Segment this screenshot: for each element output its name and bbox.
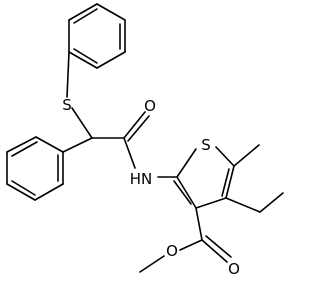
methoxy-bond [139, 255, 165, 273]
ester-carbonyl-double-bond [205, 235, 232, 258]
thiophene-bond [195, 197, 227, 209]
bottom-phenyl-bond [35, 136, 64, 153]
bottom-phenyl-double-bond [11, 180, 36, 196]
ethyl-bond [259, 192, 284, 213]
top-phenyl-bond [68, 51, 98, 69]
top-phenyl-double-bond [73, 48, 98, 64]
amide-oxygen-label: O [144, 97, 156, 115]
top-phenyl-bond [96, 51, 126, 69]
amide-nh-label: HN [130, 170, 153, 188]
sulfur-ch-bond [71, 107, 93, 139]
carbonyl-nitrogen-bond [123, 137, 136, 169]
ch-phenyl-bond [62, 137, 93, 153]
thiophene-sulfur-label: S [201, 136, 211, 154]
methyl-bond [233, 144, 260, 167]
bottom-phenyl-bond [6, 183, 36, 201]
thiophene-bond [176, 148, 197, 178]
carbonyl-oxygen-double-bond [127, 115, 150, 142]
thioether-sulfur-label: S [62, 96, 72, 114]
thiophene-bond [225, 165, 235, 199]
phenyl-sulfur-bond [66, 51, 70, 98]
bottom-phenyl-bond [34, 183, 64, 201]
top-phenyl-double-bond [73, 8, 98, 24]
ester-oxygen-label: O [166, 242, 178, 260]
thiophene-bond [176, 176, 197, 209]
top-phenyl-bond [96, 3, 126, 21]
bond-group [6, 3, 284, 273]
thiophene-bond [215, 146, 235, 167]
bottom-phenyl-double-bond [11, 141, 38, 157]
thiophene-double-bond [173, 180, 192, 205]
ester-carbon-bond [195, 207, 203, 241]
ester-carbonyl-oxygen-label: O [228, 260, 240, 278]
carbonyl-oxygen-double-bond [123, 111, 146, 139]
top-phenyl-bond [68, 3, 98, 21]
bottom-phenyl-bond [6, 136, 37, 153]
atom-label-group: S O HN S O O [62, 96, 240, 278]
ethyl-bond [225, 197, 261, 213]
ester-carbonyl-double-bond [201, 239, 228, 263]
ester-oxygen-bond [179, 239, 203, 251]
thiophene-double-bond [221, 168, 230, 197]
